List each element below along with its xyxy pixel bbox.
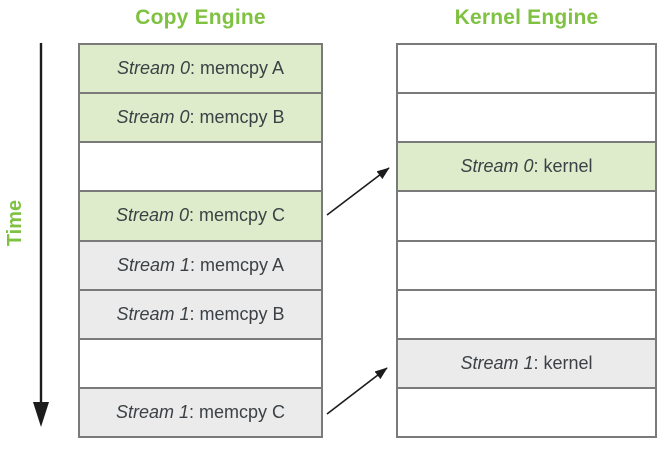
stream-label: Stream 0 <box>115 205 189 226</box>
stream-label: Stream 1 <box>115 401 189 422</box>
stream-label: Stream 1 <box>116 254 190 275</box>
stream0-dependency-arrow <box>326 167 390 216</box>
time-axis-label: Time <box>4 199 26 247</box>
stream-label: Stream 0 <box>116 58 190 79</box>
kernel-slot-5 <box>398 290 655 340</box>
stream-label: Stream 0 <box>460 156 534 177</box>
copy-slot-7: Stream 1: memcpy C <box>80 388 321 436</box>
kernel-slot-7 <box>398 388 655 436</box>
kernel-slot-6: Stream 1: kernel <box>398 339 655 389</box>
op-label: : kernel <box>533 156 593 177</box>
copy-slot-6 <box>80 339 321 389</box>
kernel-slot-2: Stream 0: kernel <box>398 143 655 193</box>
op-label: : memcpy A <box>190 58 285 79</box>
op-label: : memcpy B <box>189 303 285 324</box>
kernel-engine-header: Kernel Engine <box>454 6 599 29</box>
copy-slot-2 <box>80 143 321 193</box>
copy-slot-0: Stream 0: memcpy A <box>80 45 321 95</box>
op-label: : memcpy C <box>189 205 286 226</box>
stream-label: Stream 1 <box>116 303 190 324</box>
copy-engine-header: Copy Engine <box>135 6 266 29</box>
op-label: : memcpy C <box>189 401 286 422</box>
stream1-dependency-arrow <box>326 367 388 415</box>
op-label: : memcpy B <box>189 107 285 128</box>
op-label: : memcpy A <box>190 254 285 275</box>
stream-label: Stream 1 <box>460 352 534 373</box>
kernel-slot-4 <box>398 241 655 291</box>
copy-slot-1: Stream 0: memcpy B <box>80 94 321 144</box>
copy-slot-4: Stream 1: memcpy A <box>80 241 321 291</box>
kernel-slot-1 <box>398 94 655 144</box>
op-label: : kernel <box>533 352 593 373</box>
copy-slot-5: Stream 1: memcpy B <box>80 290 321 340</box>
kernel-engine-column: Stream 0: kernel Stream 1: kernel <box>396 43 657 438</box>
kernel-slot-0 <box>398 45 655 95</box>
copy-engine-column: Stream 0: memcpy A Stream 0: memcpy B St… <box>78 43 323 438</box>
kernel-slot-3 <box>398 192 655 242</box>
copy-slot-3: Stream 0: memcpy C <box>80 192 321 242</box>
time-axis-arrow <box>33 43 49 427</box>
stream-label: Stream 0 <box>116 107 190 128</box>
time-arrowhead <box>33 402 49 427</box>
